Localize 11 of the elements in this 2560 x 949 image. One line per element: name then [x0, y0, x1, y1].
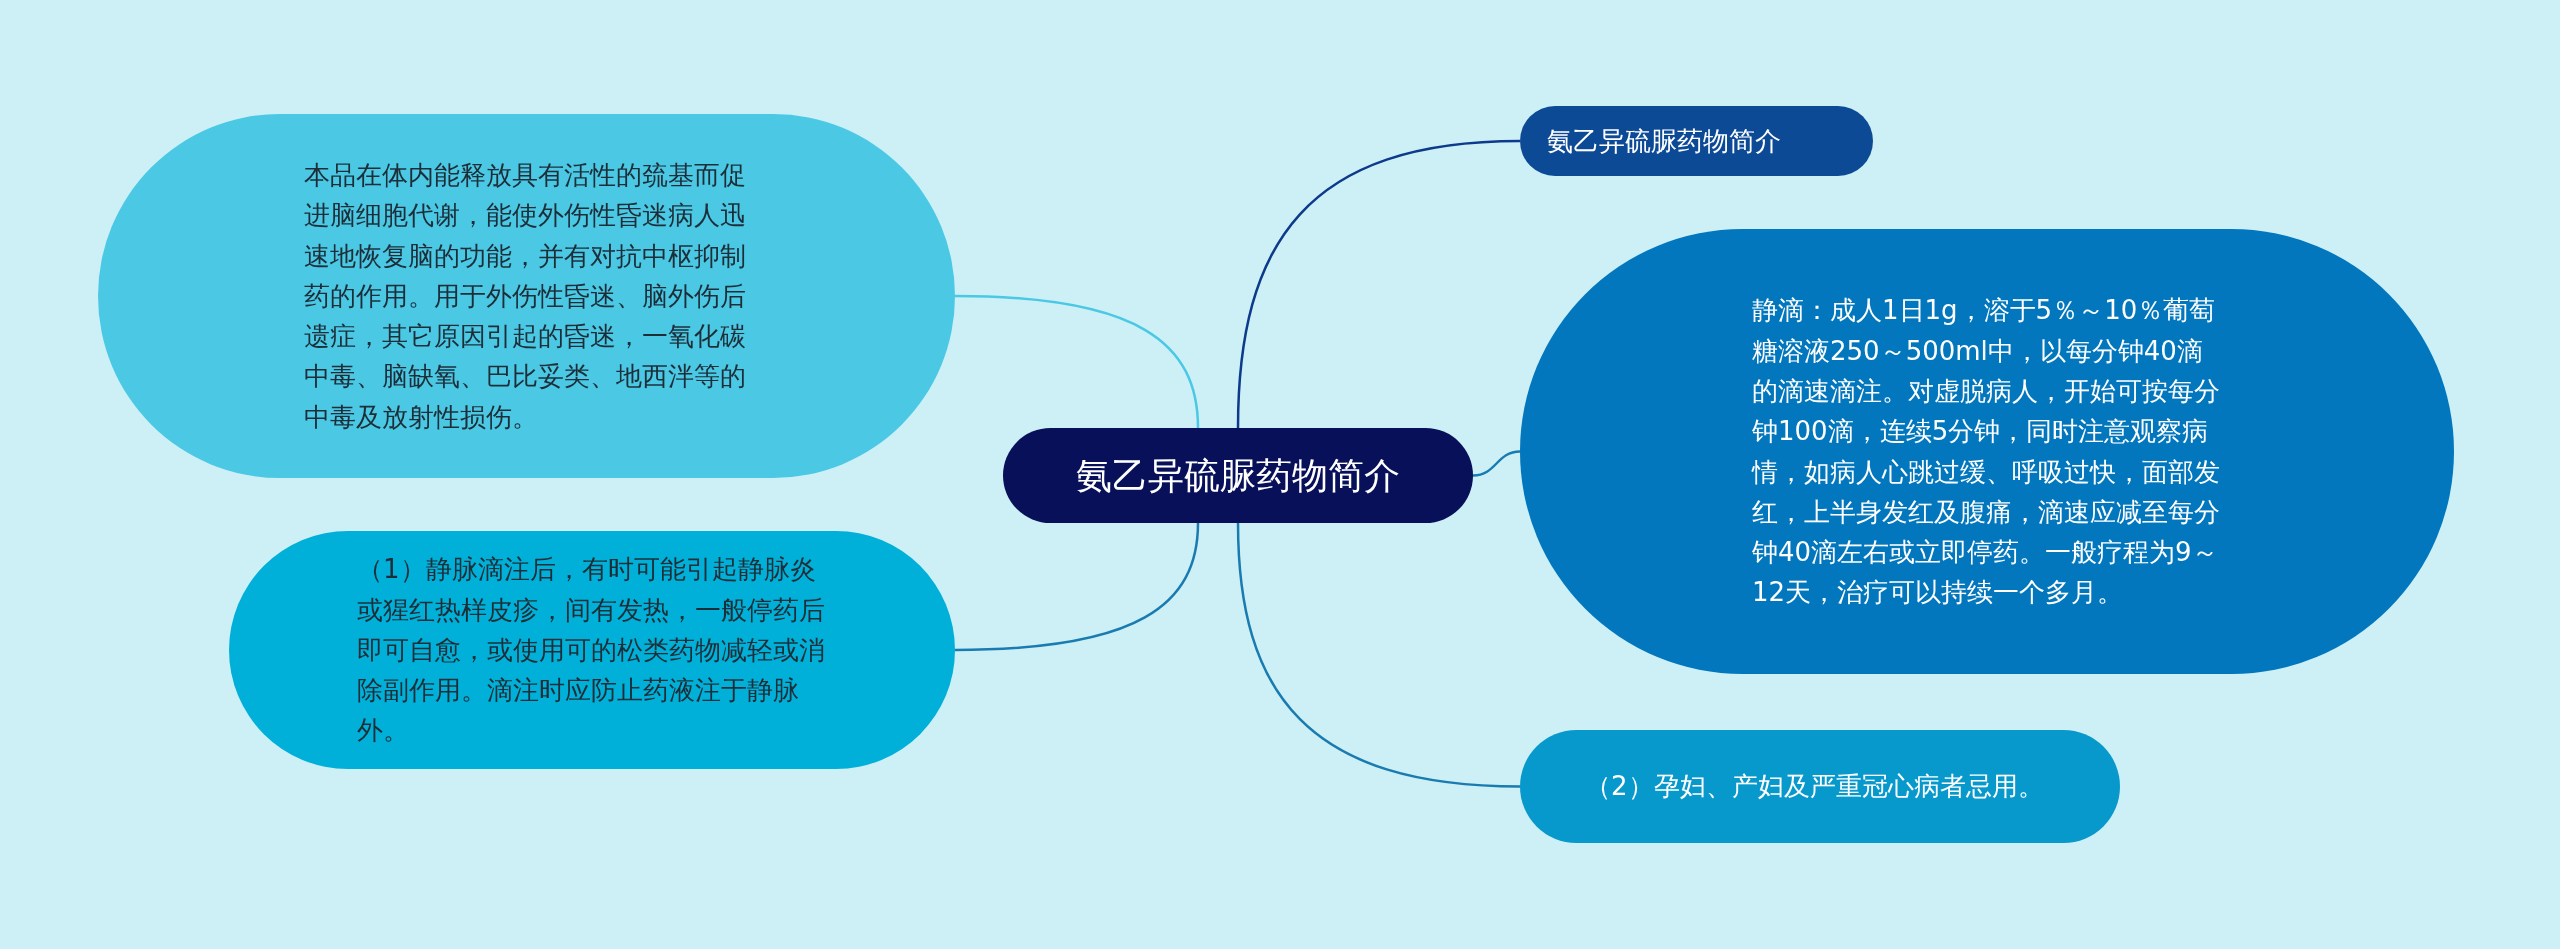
topic-text: （1）静脉滴注后，有时可能引起静脉炎或猩红热样皮疹，间有发热，一般停药后即可自愈，或使用可的松类药物减轻或消除副作用。滴注时应防止药液注于静脉外。	[357, 553, 826, 748]
topic-text: （2）孕妇、产妇及严重冠心病者忌用。	[1585, 770, 2045, 804]
connector-line	[954, 522, 1200, 652]
topic-text: 氨乙异硫脲药物简介	[1546, 124, 1782, 158]
topic-text: 静滴：成人1日1g，溶于5％～10％葡萄糖溶液250～500ml中，以每分钟40滴的滴速滴注。对虚脱病人，开始可按每分钟100滴，连续5分钟，同时注意观察病情，如病人心跳过缓、呼吸过快，面部发红，上半身发红及腹痛，滴速应减至每分钟40滴左右或立即停药。一般疗程为9～12天，治疗可以持续一个多月。	[1752, 294, 2221, 610]
connector-line	[1472, 450, 1521, 477]
topic-text: 氨乙异硫脲药物简介	[1075, 453, 1401, 498]
connector-line	[954, 294, 1200, 429]
connector-line	[1236, 139, 1521, 429]
topic-text: 本品在体内能释放具有活性的巯基而促进脑细胞代谢，能使外伤性昏迷病人迅速地恢复脑的功能，并有对抗中枢抑制药的作用。用于外伤性昏迷、脑外伤后遗症，其它原因引起的昏迷，一氧化碳中毒、脑缺氧、巴比妥类、地西泮等的中毒及放射性损伤。	[304, 158, 747, 434]
connector-line	[1236, 522, 1521, 788]
